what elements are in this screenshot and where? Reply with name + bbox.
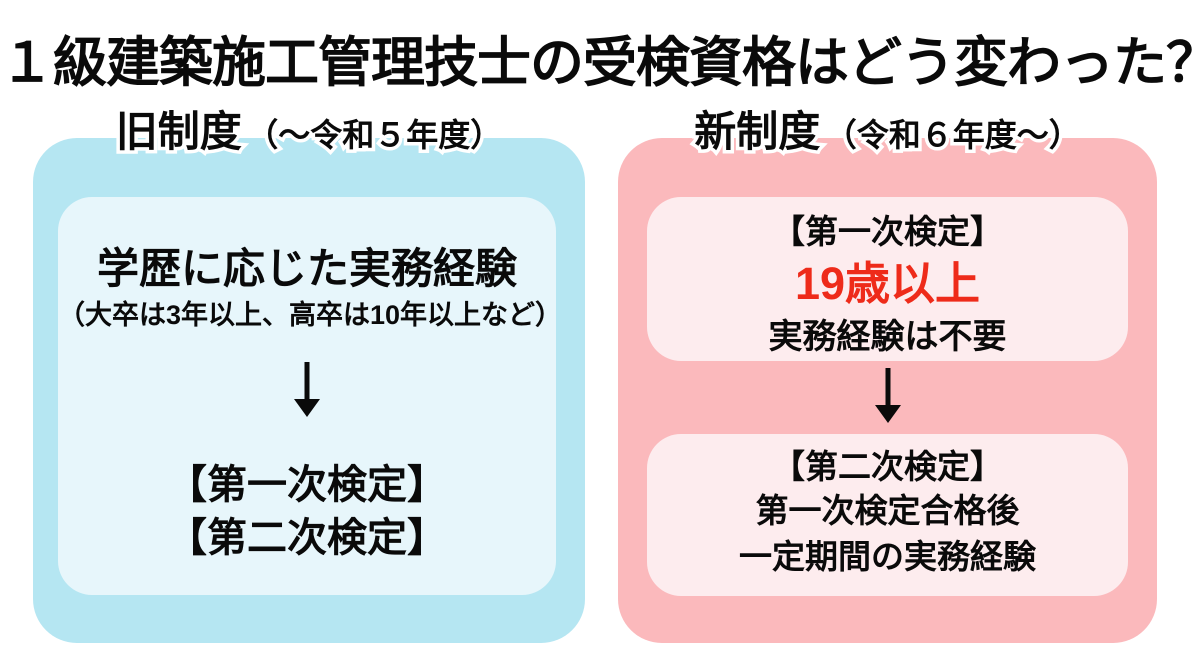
new-first-exam-title: 【第一次検定】 (772, 213, 1003, 250)
old-exam-step-2: 【第二次検定】 (167, 516, 447, 560)
new-system-panel: 【第一次検定】 19歳以上 実務経験は不要 【第二次検定】 第一次検定合格後 一… (618, 138, 1157, 643)
down-arrow-icon (294, 362, 320, 417)
new-first-exam-note: 実務経験は不要 (768, 318, 1007, 356)
old-system-heading: 旧制度 (112, 105, 245, 159)
old-exam-steps: 【第一次検定】 【第二次検定】 (58, 459, 556, 565)
new-system-heading: 新制度 (691, 105, 824, 159)
old-system-panel: 学歴に応じた実務経験 （大卒は3年以上、高卒は10年以上など） 【第一次検定】 … (33, 138, 585, 643)
old-system-requirement-box: 学歴に応じた実務経験 （大卒は3年以上、高卒は10年以上など） 【第一次検定】 … (58, 197, 563, 595)
down-arrow-icon (874, 368, 901, 423)
old-requirement-note: （大卒は3年以上、高卒は10年以上など） (58, 300, 563, 330)
old-system-header: 旧制度 （～令和５年度） (33, 98, 585, 159)
old-system-heading-note: （～令和５年度） (243, 114, 506, 157)
new-system-heading-note: （令和６年度～） (821, 114, 1084, 157)
new-flow-container (618, 368, 1157, 424)
new-second-exam-line2: 一定期間の実務経験 (739, 538, 1036, 575)
new-second-exam-title: 【第二次検定】 (772, 448, 1003, 485)
new-second-exam-line1: 第一次検定合格後 (755, 492, 1020, 529)
old-requirement-text: 学歴に応じた実務経験 (96, 245, 517, 292)
new-system-header: 新制度 （令和６年度～） (618, 98, 1157, 159)
new-first-exam-age-highlight: 19歳以上 (794, 258, 981, 309)
new-second-exam-box: 【第二次検定】 第一次検定合格後 一定期間の実務経験 (647, 434, 1128, 596)
old-flow-container (58, 362, 556, 418)
old-exam-step-1: 【第一次検定】 (167, 463, 447, 507)
page-title: １級建築施工管理技士の受検資格はどう変わった？ (0, 33, 1200, 93)
new-first-exam-box: 【第一次検定】 19歳以上 実務経験は不要 (647, 197, 1128, 361)
